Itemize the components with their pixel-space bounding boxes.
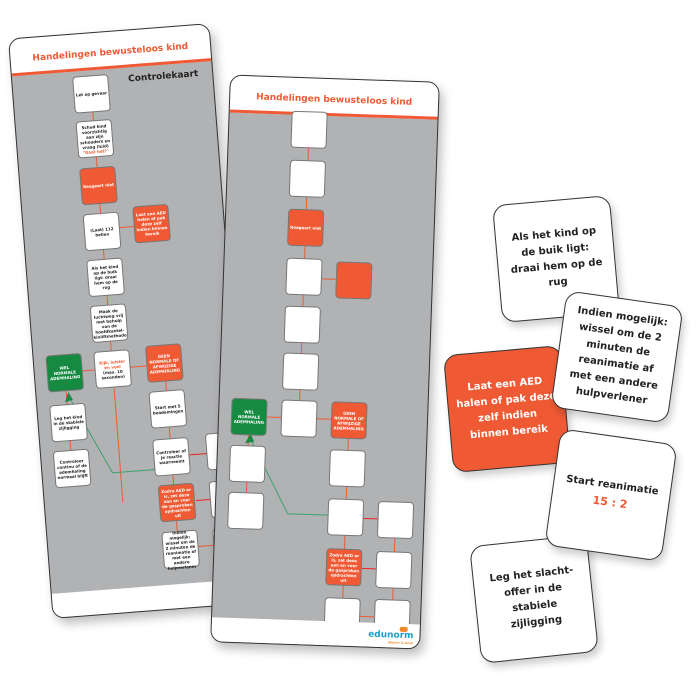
step-wel-ademhaling: WEL NORMALE ADEMHALING — [230, 397, 268, 436]
step-geen-ademhaling: GEEN NORMALE OF AFWIJZIGE ADEMHALING — [330, 401, 368, 440]
empty-slot[interactable] — [290, 110, 328, 149]
card-text: Laat een AED halen of pak deze zelf indi… — [455, 375, 557, 442]
empty-slot[interactable] — [376, 500, 415, 540]
empty-slot[interactable] — [280, 399, 318, 438]
step-reageert-niet: Reageert niet — [287, 208, 325, 247]
step-wissel-hulpverlener: Indien mogelijk: wissel om de 2 minuten … — [161, 529, 201, 570]
step-stabiele-zijligging: Leg het kind in de stabiele zijligging — [49, 402, 88, 443]
step-wel-ademhaling: WEL NORMALE ADEMHALING — [45, 352, 85, 393]
step-time: (max. 10 seconden) — [101, 368, 126, 380]
step-start-5-beademingen: Start met 5 beademingen — [148, 389, 188, 429]
step-aed-halen: Laat een AED halen of pak deze zelf indi… — [132, 203, 171, 244]
empty-slot[interactable] — [285, 257, 323, 296]
card-text: Indien mogelijk: wissel om de 2 minuten … — [568, 305, 669, 407]
fill-in-board: Handelingen bewusteloos kind Reageert ni… — [210, 74, 440, 650]
step-schud-kind: Schud kind voorzichtig aan zijn schouder… — [75, 118, 115, 159]
step-reageert-niet: Reageert niet — [79, 165, 118, 206]
card-wissel-hulpverlener[interactable]: Indien mogelijk: wissel om de 2 minuten … — [550, 290, 684, 424]
empty-slot[interactable] — [282, 352, 320, 391]
empty-slot[interactable] — [227, 491, 265, 530]
step-zodra-aed: Zodra AED er is, zet deze aan en voer de… — [325, 548, 363, 587]
step-text: Schud kind voorzichtig aan zijn schouder… — [79, 122, 111, 150]
empty-slot[interactable] — [283, 305, 321, 344]
step-draai-op-rug: Als het kind op de buik ligt: draai hem … — [86, 257, 125, 298]
card-ratio: 15 : 2 — [591, 493, 629, 512]
empty-slot[interactable] — [375, 550, 413, 590]
card-text: Als het kind op de buik ligt: draai hem … — [510, 225, 603, 289]
step-let-op-gevaar: Let op gevaar — [72, 74, 111, 114]
card-stabiele-zijligging[interactable]: Leg het slacht-offer in de stabiele zijl… — [469, 534, 599, 664]
step-controleer-reactie: Controleer of je reactie waarneemt — [152, 436, 191, 477]
step-controleer-continu: Controleer continu of de ademhaling norm… — [52, 448, 92, 489]
empty-aed-slot[interactable] — [335, 261, 373, 300]
empty-slot[interactable] — [328, 449, 366, 488]
step-zodra-aed: Zodra AED er is, zet deze aan en voer de… — [157, 482, 197, 523]
empty-slot[interactable] — [288, 159, 327, 198]
control-card-board: Handelingen bewusteloos kind Controlekaa… — [7, 23, 255, 619]
step-geen-ademhaling: GEEN NORMALE OF AFWIJZIGE ADEMHALING — [144, 343, 184, 383]
step-112-bellen: (Laat) 112 bellen — [82, 211, 122, 252]
card-aed-halen[interactable]: Laat een AED halen of pak deze zelf indi… — [443, 345, 571, 473]
step-luchtweg-vrij: Maak de luchtweg vrij met behulp van de … — [89, 303, 129, 344]
empty-slot[interactable] — [228, 444, 267, 483]
empty-slot[interactable] — [326, 498, 365, 537]
card-text: Leg het slacht-offer in de stabiele zijl… — [489, 564, 574, 631]
step-kijk-luister-voel: Kijk, luister en voel(max. 10 seconden) — [93, 349, 132, 389]
step-quote: "Gaat het?" — [82, 147, 109, 155]
